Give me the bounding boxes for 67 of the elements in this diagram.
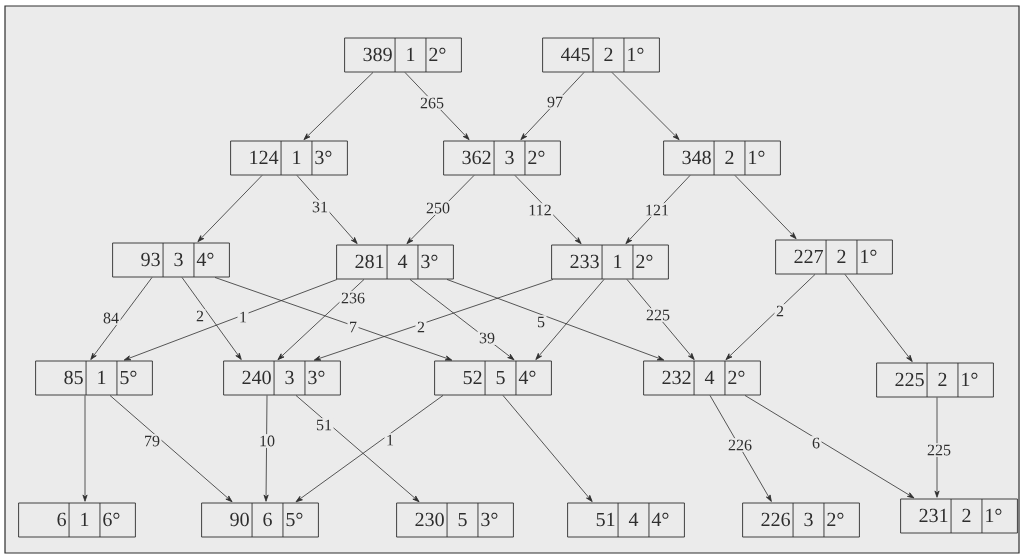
edge-label: 1 bbox=[384, 433, 396, 447]
arrow bbox=[295, 395, 420, 503]
record-box: 362 3 2° bbox=[443, 140, 561, 176]
edge-label: 226 bbox=[726, 438, 754, 452]
record-box: 240 3 3° bbox=[223, 360, 341, 396]
edge-label: 225 bbox=[925, 443, 953, 457]
arrow bbox=[123, 279, 338, 361]
arrow bbox=[844, 274, 913, 362]
arrow bbox=[446, 279, 665, 361]
arrow bbox=[502, 395, 593, 502]
arrow bbox=[313, 279, 554, 361]
record-box: 348 2 1° bbox=[663, 140, 781, 176]
arrow bbox=[263, 395, 269, 502]
record-box: 445 2 1° bbox=[542, 37, 660, 73]
edge-label: 121 bbox=[643, 203, 671, 217]
arrow bbox=[296, 175, 358, 244]
record-box: 52 5 4° bbox=[434, 360, 552, 396]
arrow bbox=[934, 397, 940, 498]
edge-label: 265 bbox=[418, 96, 446, 110]
record-box: 85 1 5° bbox=[35, 360, 153, 396]
arrow bbox=[734, 175, 797, 240]
record-box: 230 5 3° bbox=[396, 502, 514, 538]
record-box: 227 2 1° bbox=[775, 239, 893, 275]
record-box: 232 4 2° bbox=[643, 360, 761, 396]
arrow bbox=[277, 279, 365, 361]
arrow bbox=[744, 395, 915, 499]
arrow bbox=[409, 279, 515, 361]
record-box: 226 3 2° bbox=[742, 502, 860, 538]
arrow bbox=[625, 175, 691, 245]
arrow bbox=[626, 279, 695, 360]
edge-label: 225 bbox=[644, 308, 672, 322]
edge-label: 5 bbox=[535, 315, 547, 329]
record-box: 225 2 1° bbox=[876, 362, 994, 398]
arrow bbox=[520, 72, 585, 141]
edge-label: 2 bbox=[774, 304, 786, 318]
arrow bbox=[214, 277, 453, 361]
record-box: 6 1 6° bbox=[18, 502, 136, 538]
arrow bbox=[90, 277, 153, 360]
record-box: 51 4 4° bbox=[567, 502, 685, 538]
arrow bbox=[109, 395, 233, 503]
arrow bbox=[303, 72, 374, 141]
record-box: 231 2 1° bbox=[900, 498, 1018, 534]
edge-label: 250 bbox=[424, 201, 452, 215]
record-box: 281 4 3° bbox=[336, 244, 454, 280]
edge-label: 236 bbox=[339, 291, 367, 305]
edge-label: 1 bbox=[237, 310, 249, 324]
arrow bbox=[611, 72, 680, 141]
arrow bbox=[709, 395, 772, 502]
arrow bbox=[181, 277, 242, 360]
arrow bbox=[404, 72, 470, 141]
edge-label: 112 bbox=[526, 203, 554, 217]
arrow bbox=[295, 395, 444, 503]
edge-label: 2 bbox=[415, 320, 427, 334]
arrow bbox=[197, 175, 263, 243]
record-box: 233 1 2° bbox=[551, 244, 669, 280]
record-box: 389 1 2° bbox=[344, 37, 462, 73]
edge-label: 7 bbox=[347, 320, 359, 334]
edge-label: 6 bbox=[810, 436, 822, 450]
record-box: 90 6 5° bbox=[201, 502, 319, 538]
record-box: 124 1 3° bbox=[230, 140, 348, 176]
arrow bbox=[725, 274, 816, 361]
edge-label: 2 bbox=[194, 309, 206, 323]
arrow bbox=[82, 395, 88, 502]
arrow bbox=[514, 175, 582, 245]
arrow bbox=[535, 279, 605, 360]
record-box: 93 3 4° bbox=[112, 242, 230, 278]
arrow bbox=[406, 175, 475, 245]
